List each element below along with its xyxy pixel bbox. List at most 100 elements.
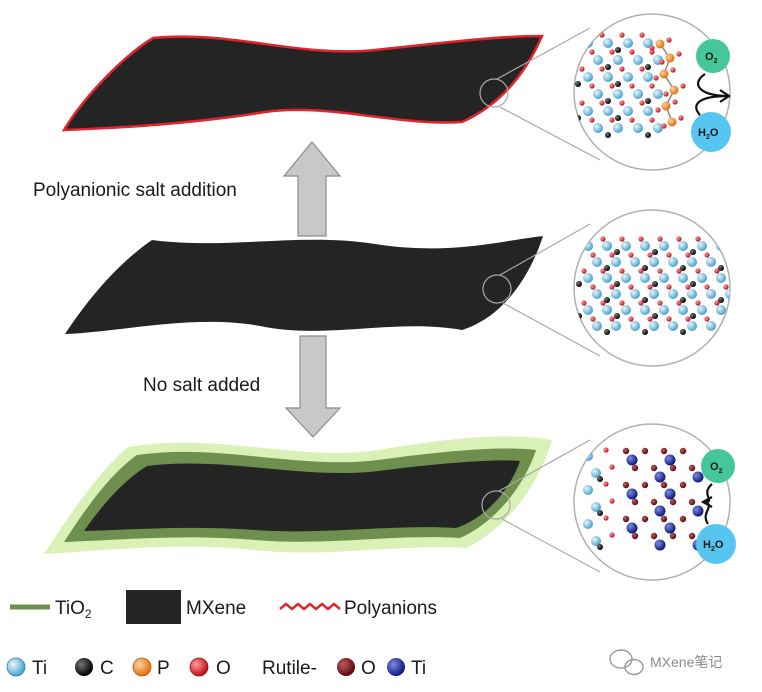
c-atom — [690, 313, 696, 319]
middle-mxene-sheet — [65, 236, 543, 334]
ti-atom — [592, 321, 602, 331]
rutile-o-atom — [631, 498, 639, 506]
o-atom — [581, 236, 587, 242]
rutile-ti-atom — [626, 454, 638, 466]
ti-atom — [613, 55, 623, 65]
c-atom — [718, 297, 724, 303]
c-atom — [575, 81, 581, 87]
ti-atom — [678, 273, 688, 283]
rutile-o-atom — [622, 481, 630, 489]
ti-atom — [630, 289, 640, 299]
o-atom — [649, 45, 655, 51]
c-atom — [576, 281, 582, 287]
o-atom — [678, 115, 684, 121]
rutile-o-atom — [622, 515, 630, 523]
bottom-inset-arrows — [700, 483, 713, 525]
o-atom — [609, 49, 615, 55]
ti-atom — [603, 72, 613, 82]
o-atom — [676, 51, 682, 57]
ti-atom — [603, 38, 613, 48]
o-atom — [599, 100, 605, 106]
ti-atom — [678, 241, 688, 251]
c-atom — [615, 115, 621, 121]
ti-atom — [706, 321, 716, 331]
svg-text:H2O: H2O — [703, 539, 724, 553]
rutile-o-atom — [641, 481, 649, 489]
svg-text:O2: O2 — [710, 461, 723, 475]
ti-atom — [602, 241, 612, 251]
o-atom — [619, 32, 625, 38]
svg-text:H2O: H2O — [698, 127, 719, 141]
ti-atom — [611, 257, 621, 267]
o-atom — [629, 83, 635, 89]
ti-atom — [687, 289, 697, 299]
o-atom — [649, 49, 655, 55]
o-atom — [581, 300, 587, 306]
ti-atom — [687, 321, 697, 331]
ti-atom — [633, 89, 643, 99]
rutile-o-atom — [660, 481, 668, 489]
c-atom — [597, 510, 603, 516]
rutile-o-atom — [688, 498, 696, 506]
o-atom — [619, 268, 625, 274]
o-atom — [609, 252, 615, 258]
c-atom — [642, 297, 648, 303]
o-atom — [666, 284, 672, 290]
o-atom — [649, 83, 655, 89]
o-atom — [600, 268, 606, 274]
ti-atom — [725, 257, 730, 267]
o-atom — [685, 316, 691, 322]
o-atom — [657, 268, 663, 274]
legend-c-atom — [75, 658, 93, 676]
ti-atom — [687, 257, 697, 267]
c-atom — [680, 265, 686, 271]
legend-ti-atom — [6, 657, 26, 677]
rutile-ti-atom — [664, 522, 676, 534]
svg-text:O2: O2 — [705, 51, 718, 65]
o-atom — [609, 532, 615, 538]
c-atom — [605, 132, 611, 138]
rutile-o-atom — [688, 464, 696, 472]
c-atom — [718, 265, 724, 271]
rutile-o-atom — [679, 481, 687, 489]
o-atom — [590, 252, 596, 258]
rutile-o-atom — [641, 447, 649, 455]
c-atom — [604, 297, 610, 303]
ti-atom — [725, 321, 730, 331]
rutile-o-atom — [631, 532, 639, 540]
rutile-ti-atom — [692, 505, 704, 517]
o-atom — [628, 252, 634, 258]
p-atom — [665, 53, 675, 63]
ti-atom — [706, 289, 716, 299]
o-atom — [680, 83, 686, 89]
legend-ti-label: Ti — [32, 658, 47, 679]
c-atom — [645, 98, 651, 104]
o-atom — [655, 107, 661, 113]
ti-atom — [602, 273, 612, 283]
p-atom — [659, 69, 669, 79]
ti-atom — [611, 321, 621, 331]
c-atom — [614, 313, 620, 319]
c-atom — [690, 281, 696, 287]
legend-o-atom — [189, 657, 209, 677]
top-inset-h2o-bubble: H2O — [691, 112, 731, 152]
ti-atom — [592, 257, 602, 267]
c-atom — [652, 249, 658, 255]
o-atom — [704, 284, 710, 290]
middle-inset-atoms — [576, 236, 730, 335]
top-inset-o2-bubble: O2 — [696, 39, 730, 73]
watermark-text: MXene笔记 — [650, 654, 722, 670]
o-atom — [685, 284, 691, 290]
bottom-inset-atoms — [583, 447, 704, 551]
ti-atom — [640, 305, 650, 315]
c-atom — [652, 281, 658, 287]
c-atom — [642, 265, 648, 271]
rutile-ti-atom — [654, 539, 666, 551]
legend-p-label: P — [157, 658, 170, 679]
ti-atom — [640, 273, 650, 283]
ti-atom — [591, 536, 601, 546]
ti-atom — [621, 305, 631, 315]
o-atom — [695, 268, 701, 274]
o-atom — [600, 236, 606, 242]
ti-atom — [623, 106, 633, 116]
